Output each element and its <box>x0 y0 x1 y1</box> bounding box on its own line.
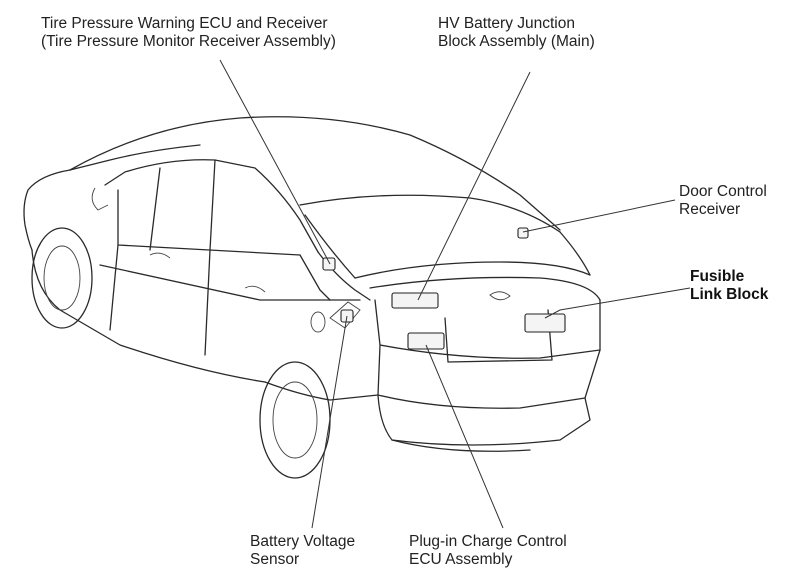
leader-battery-voltage <box>311 315 348 529</box>
fusible-link-block-part <box>524 313 566 333</box>
rear-wheel <box>259 361 331 479</box>
leader-fusible-link <box>544 287 691 319</box>
label-hv-junction: HV Battery Junction Block Assembly (Main… <box>438 15 595 50</box>
label-door-control: Door Control Receiver <box>679 183 767 218</box>
leader-lines <box>219 59 691 529</box>
hv-junction-block-part <box>391 292 439 309</box>
plugin-charge-ecu-part <box>407 332 445 350</box>
tpms-receiver-part <box>322 257 336 271</box>
label-plugin-charge: Plug-in Charge Control ECU Assembly <box>409 533 567 568</box>
side-details <box>91 187 511 333</box>
front-wheel <box>31 227 93 329</box>
leader-plugin-charge <box>425 344 504 529</box>
leader-tpms <box>219 59 331 265</box>
label-fusible-link: Fusible Link Block <box>690 268 769 303</box>
label-battery-voltage: Battery Voltage Sensor <box>250 533 356 568</box>
car-body <box>23 116 601 452</box>
door-control-receiver-part <box>517 227 529 239</box>
leader-door-control <box>522 199 676 233</box>
label-tpms: Tire Pressure Warning ECU and Receiver (… <box>41 15 336 50</box>
leader-hv-junction <box>417 71 531 301</box>
